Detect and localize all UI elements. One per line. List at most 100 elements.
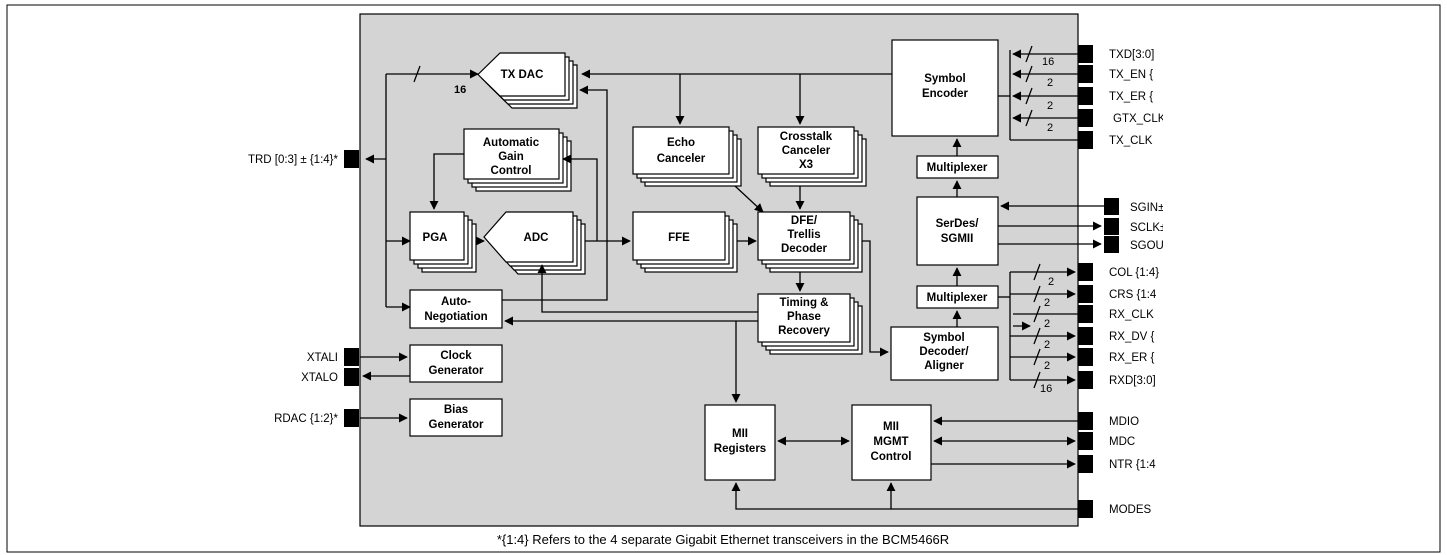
bus-width-txer: 2	[1047, 100, 1053, 112]
clockgen-line2: Generator	[429, 365, 484, 377]
label-col: COL {1:4}	[1109, 267, 1159, 279]
label-modes: MODES	[1109, 504, 1152, 516]
pin-sclk	[1104, 218, 1119, 235]
bias-generator-block: Bias Generator	[409, 398, 503, 437]
agc-block: Automatic Gain Control	[463, 128, 572, 192]
multiplexer-bottom-block: Multiplexer	[916, 285, 999, 309]
crosstalk-canceler-block: Crosstalk Canceler X3	[757, 126, 867, 187]
label-xtali: XTALI	[307, 352, 338, 364]
pin-col	[1078, 263, 1093, 281]
serdes-line1: SerDes/	[936, 218, 980, 230]
bus-width-crs: 2	[1044, 297, 1050, 309]
label-sclk: SCLK±	[1130, 222, 1166, 234]
miimgmt-line3: Control	[871, 451, 912, 463]
pin-rx-clk	[1078, 305, 1093, 323]
label-trd: TRD [0:3] ± {1:4}*	[248, 154, 339, 166]
label-sgout: SGOUT	[1130, 240, 1171, 252]
echo-canceler-line2: Canceler	[657, 153, 706, 165]
crosstalk-line2: Canceler	[782, 145, 831, 157]
tx-dac-block: TX DAC	[477, 52, 578, 109]
agc-line2: Gain	[498, 151, 524, 163]
bus-width-rxclk: 2	[1044, 318, 1050, 330]
pga-label: PGA	[423, 232, 448, 244]
bus-width-rxdv: 2	[1044, 339, 1050, 351]
bus-width-rxer: 2	[1044, 360, 1050, 372]
serdes-block: SerDes/ SGMII	[916, 196, 999, 266]
label-rx-dv: RX_DV {	[1109, 331, 1155, 343]
agc-line1: Automatic	[483, 137, 540, 149]
pin-mdio	[1078, 412, 1093, 430]
footnote: *{1:4} Refers to the 4 separate Gigabit …	[497, 532, 949, 547]
mux-top-label: Multiplexer	[927, 162, 988, 174]
left-pins: TRD [0:3] ± {1:4}* XTALI XTALO RDAC {1:2…	[248, 150, 359, 427]
timing-line2: Phase	[787, 311, 821, 323]
pin-gtx-clk	[1078, 109, 1093, 127]
label-tx-er: TX_ER {	[1109, 91, 1153, 103]
crosstalk-line1: Crosstalk	[780, 131, 833, 143]
pin-rxd	[1078, 371, 1093, 389]
mii-mgmt-block: MII MGMT Control	[851, 404, 932, 481]
pin-ntr	[1078, 455, 1093, 473]
bus-width-gtxclk: 2	[1047, 122, 1053, 134]
pin-tx-clk	[1078, 131, 1093, 149]
tx-dac-label: TX DAC	[501, 69, 544, 81]
dfe-trellis-block: DFE/ Trellis Decoder	[757, 211, 863, 273]
label-mdio: MDIO	[1109, 416, 1139, 428]
symbol-encoder-block: Symbol Encoder	[891, 39, 999, 137]
ffe-block: FFE	[632, 211, 738, 273]
auto-negotiation-block: Auto- Negotiation	[409, 289, 503, 329]
agc-line3: Control	[491, 165, 532, 177]
clock-generator-block: Clock Generator	[409, 344, 503, 383]
biasgen-line1: Bias	[444, 404, 468, 416]
label-rx-clk: RX_CLK	[1109, 309, 1154, 321]
symbol-encoder-line2: Encoder	[922, 88, 969, 100]
pin-sgout	[1104, 236, 1119, 253]
miireg-line1: MII	[732, 428, 748, 440]
dfe-line2: Trellis	[787, 229, 820, 241]
pin-tx-er	[1078, 87, 1093, 105]
mux-bottom-label: Multiplexer	[927, 292, 988, 304]
pin-sgin	[1104, 198, 1119, 215]
label-mdc: MDC	[1109, 436, 1135, 448]
pin-trd	[344, 150, 359, 168]
label-tx-clk: TX_CLK	[1109, 135, 1153, 147]
symbol-decoder-block: Symbol Decoder/ Aligner	[890, 326, 999, 381]
serdes-line2: SGMII	[941, 233, 974, 245]
pin-xtalo	[344, 368, 359, 386]
symbol-encoder-line1: Symbol	[924, 73, 966, 85]
autoneg-line1: Auto-	[441, 296, 471, 308]
timing-line3: Recovery	[778, 325, 830, 337]
label-sgin: SGIN±	[1130, 202, 1164, 214]
pin-mdc	[1078, 432, 1093, 450]
clockgen-line1: Clock	[440, 350, 472, 362]
echo-canceler-block: Echo Canceler	[632, 126, 742, 187]
timing-phase-block: Timing & Phase Recovery	[757, 293, 863, 355]
adc-block: ADC	[483, 211, 586, 275]
pin-rx-er	[1078, 348, 1093, 366]
pin-txd	[1078, 45, 1093, 63]
signal-lines	[360, 45, 1104, 510]
label-rdac: RDAC {1:2}*	[274, 413, 338, 425]
multiplexer-top-block: Multiplexer	[916, 155, 999, 179]
mii-registers-block: MII Registers	[704, 404, 776, 481]
label-xtalo: XTALO	[301, 372, 338, 384]
bus-width-txdac: 16	[454, 84, 466, 96]
bus-width-labels: 16 16 2 2 2 2 2 2 2 2 16	[454, 56, 1054, 395]
pin-modes	[1078, 500, 1093, 518]
decoder-line3: Aligner	[924, 360, 964, 372]
label-crs: CRS {1:4	[1109, 289, 1157, 301]
decoder-line2: Decoder/	[919, 346, 969, 358]
label-clip-mask	[1163, 40, 1193, 480]
dfe-line3: Decoder	[781, 243, 828, 255]
echo-canceler-line1: Echo	[667, 137, 695, 149]
dfe-line1: DFE/	[791, 215, 818, 227]
miireg-line2: Registers	[714, 443, 766, 455]
label-txd: TXD[3:0]	[1109, 49, 1154, 61]
bus-width-txd: 16	[1042, 56, 1054, 68]
right-pins: TXD[3:0] TX_EN { TX_ER { GTX_CLK TX_CLK …	[1078, 45, 1171, 518]
pin-crs	[1078, 285, 1093, 303]
biasgen-line2: Generator	[429, 419, 484, 431]
ffe-label: FFE	[668, 232, 690, 244]
crosstalk-line3: X3	[799, 159, 813, 171]
